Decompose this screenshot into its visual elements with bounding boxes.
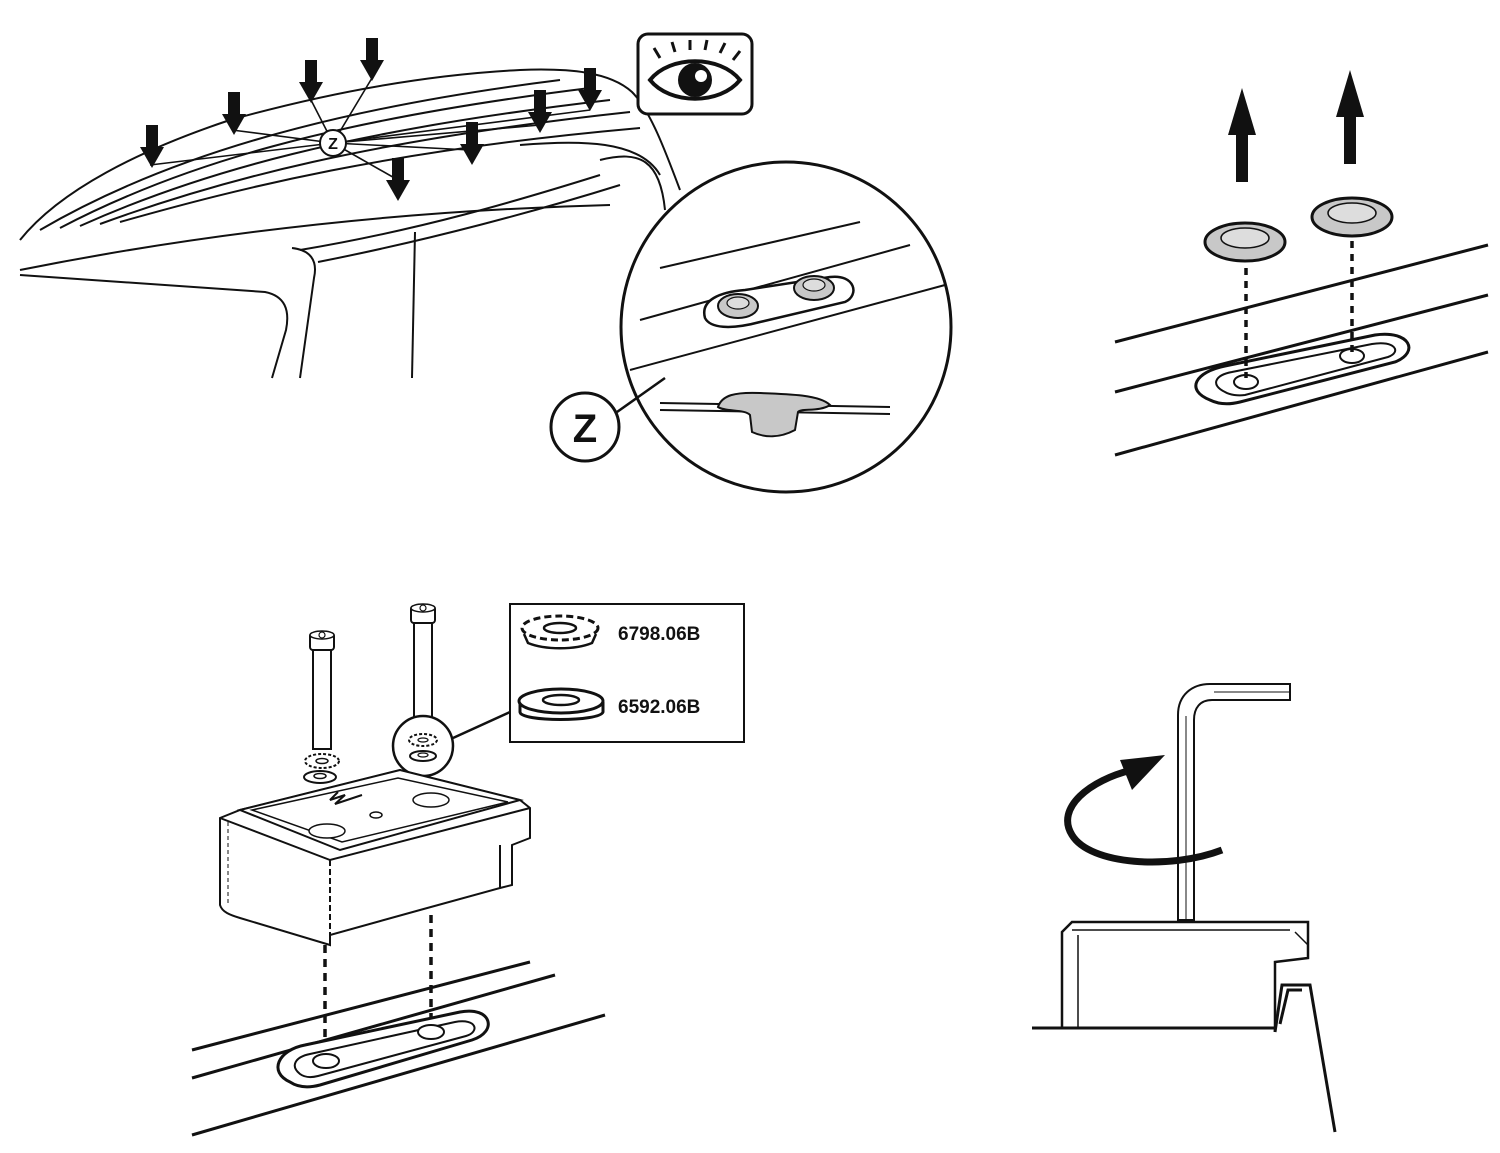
washers-left	[303, 753, 340, 784]
bolt-right	[410, 603, 436, 723]
washer-zoom-circle	[391, 714, 455, 778]
arrow-down-icon	[528, 90, 552, 133]
eye-icon	[636, 32, 754, 116]
mount-plate-bottom	[276, 1009, 490, 1089]
arrow-down-icon	[140, 125, 164, 168]
plug-left	[1203, 221, 1287, 263]
rotate-clockwise-icon	[1064, 755, 1224, 866]
z-marker-large: Z	[549, 391, 621, 463]
arrow-down-icon	[460, 122, 484, 165]
removal-panel	[1114, 70, 1489, 457]
z-marker-small-label: Z	[328, 136, 338, 153]
mount-plate	[1194, 332, 1411, 406]
flat-washer-icon	[517, 687, 605, 721]
z-marker-large-label: Z	[573, 407, 597, 451]
arrow-up-icon	[1336, 70, 1364, 164]
plug-right	[1310, 196, 1394, 238]
z-marker-small: Z	[319, 129, 347, 157]
arrow-down-icon	[299, 60, 323, 103]
van-roof	[19, 68, 681, 379]
press-arrows	[140, 38, 602, 201]
rail-lines-bottom	[191, 960, 606, 1137]
lift-arrows	[1228, 70, 1364, 182]
lock-washer-icon	[520, 614, 600, 650]
hex-key-icon	[1177, 683, 1291, 921]
rail-lines	[1114, 243, 1489, 457]
plug-pair-detail	[702, 275, 855, 329]
direction-arrow-icon	[329, 791, 363, 805]
parts-legend: 6798.06B 6592.06B	[509, 603, 745, 743]
detail-callout: Z	[549, 160, 953, 494]
mount-guide-lines	[323, 915, 433, 1055]
arrow-down-icon	[578, 68, 602, 111]
arrow-up-icon	[1228, 88, 1256, 182]
part-number-lock-washer: 6798.06B	[618, 624, 700, 645]
arrow-down-icon	[360, 38, 384, 81]
mount-panel: 6798.06B 6592.06B	[191, 603, 745, 1137]
part-number-flat-washer: 6592.06B	[618, 697, 700, 718]
roof-foot	[219, 768, 531, 947]
arrow-down-icon	[386, 158, 410, 201]
measure-lines	[149, 77, 591, 181]
roof-profile	[1032, 983, 1337, 1133]
tighten-panel	[1032, 683, 1337, 1133]
arrow-down-icon	[222, 92, 246, 135]
foot-section	[1060, 920, 1310, 1032]
plug-section-detail	[659, 391, 891, 438]
bolt-left	[309, 630, 335, 750]
roof-panel: Z	[19, 32, 953, 494]
